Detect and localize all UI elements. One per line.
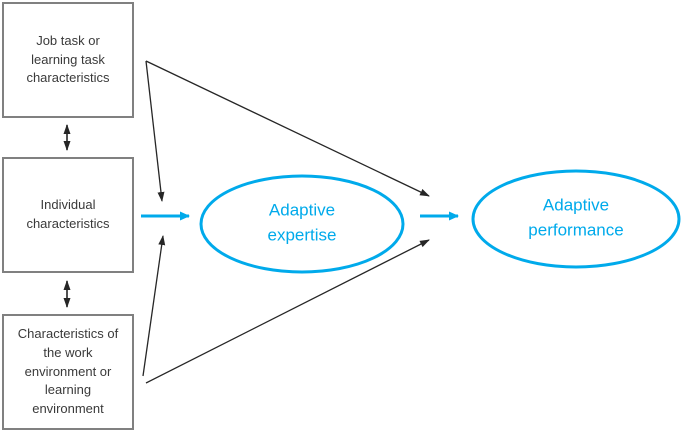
job-task-box-label: Job task or learning task characteristic… — [26, 32, 110, 86]
arrow-environment-to-expertise — [142, 235, 166, 377]
adaptive-expertise-label: Adaptive expertise — [267, 200, 337, 244]
adaptive-expertise-ellipse — [199, 174, 405, 274]
arrow-environment-to-performance — [145, 239, 430, 384]
job-task-box: Job task or learning task characteristic… — [2, 2, 134, 118]
environment-box-label: Characteristics of the work environment … — [17, 325, 119, 417]
adaptive-performance-ellipse — [471, 169, 681, 269]
arrow-jobtask-to-expertise — [145, 60, 165, 202]
environment-box: Characteristics of the work environment … — [2, 314, 134, 430]
arrow-jobtask-to-performance — [145, 60, 430, 197]
individual-characteristics-box: Individual characteristics — [2, 157, 134, 273]
individual-characteristics-box-label: Individual characteristics — [26, 197, 110, 231]
adaptive-performance-label: Adaptive performance — [528, 195, 624, 239]
